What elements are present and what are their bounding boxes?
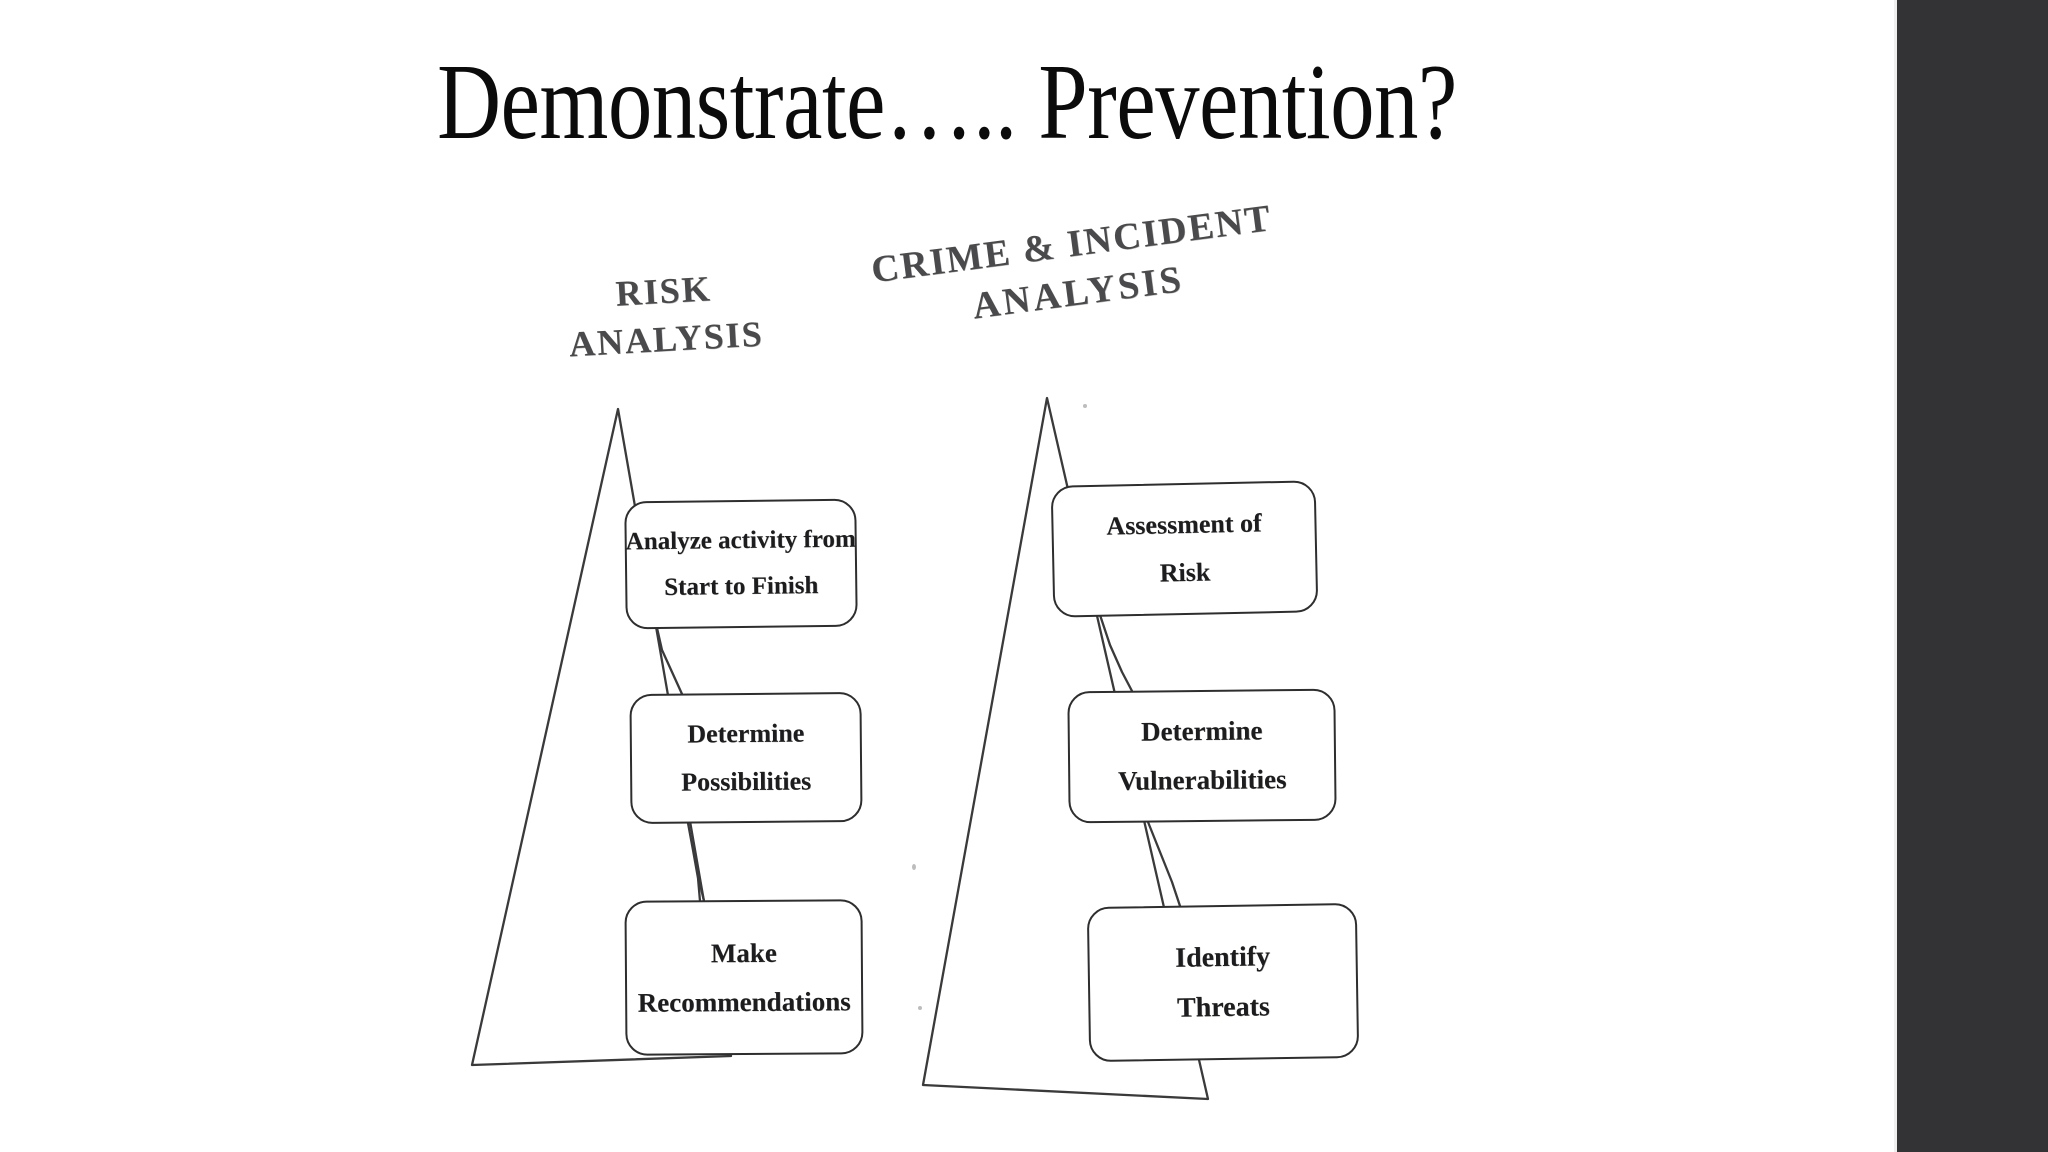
process-box-line-2: Recommendations <box>637 985 851 1018</box>
process-box-line-2: Threats <box>1176 990 1271 1024</box>
crime-connector-1 <box>1098 613 1134 693</box>
scan-speckle <box>918 1006 922 1010</box>
process-box-line-1: Determine <box>1140 715 1263 747</box>
scan-speckle <box>912 864 916 870</box>
risk-connector-2 <box>686 821 702 903</box>
process-box-line-1: Assessment of <box>1106 508 1262 541</box>
process-box-line-1: Make <box>710 937 777 968</box>
process-box-assessment-of-risk: Assessment of Risk <box>1050 480 1319 618</box>
diagram-region: RISK ANALYSIS CRIME & INCIDENT ANALYSIS … <box>470 197 1360 1101</box>
process-box-line-2: Start to Finish <box>664 572 819 601</box>
process-box-analyze-activity: Analyze activity from Start to Finish <box>624 498 858 630</box>
process-box-line-2: Possibilities <box>681 766 812 797</box>
risk-connector-1 <box>655 626 684 696</box>
process-box-line-2: Risk <box>1159 557 1211 588</box>
process-box-line-1: Analyze activity from <box>625 525 856 556</box>
panel-divider <box>1894 0 1897 1152</box>
right-side-panel <box>1897 0 2048 1152</box>
risk-connector-2-nick <box>697 878 706 903</box>
diagram-vector-layer <box>470 396 1210 1101</box>
process-box-line-1: Determine <box>687 718 805 749</box>
process-box-line-2: Vulnerabilities <box>1117 764 1287 796</box>
group-heading-risk-analysis: RISK ANALYSIS <box>538 261 793 370</box>
process-box-determine-vulnerabilities: Determine Vulnerabilities <box>1067 688 1337 824</box>
process-box-make-recommendations: Make Recommendations <box>624 899 864 1056</box>
process-box-identify-threats: Identify Threats <box>1086 902 1360 1063</box>
process-box-line-1: Identify <box>1174 940 1271 974</box>
scan-speckle <box>1083 404 1087 408</box>
crime-connector-2 <box>1146 820 1182 908</box>
process-box-determine-possibilities: Determine Possibilities <box>629 691 863 825</box>
page-title: Demonstrate….. Prevention? <box>437 43 1457 162</box>
